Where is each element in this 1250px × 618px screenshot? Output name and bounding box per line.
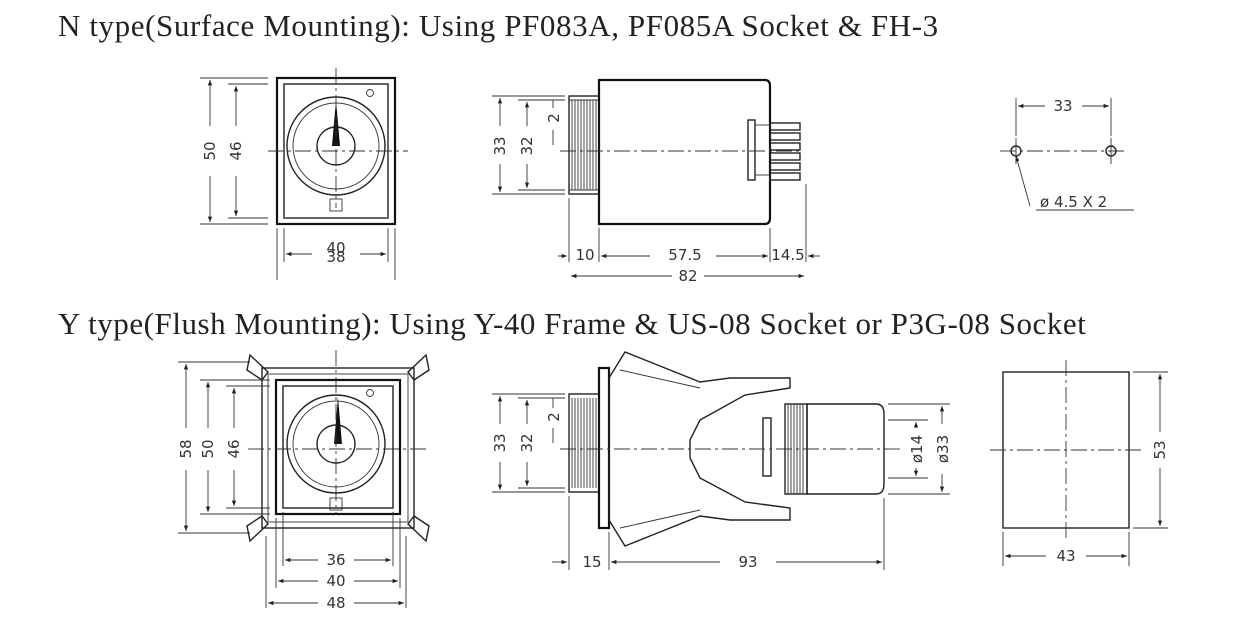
title-y-type: Y type(Flush Mounting): Using Y-40 Frame… xyxy=(58,306,1087,341)
n-side-height-outer: 33 xyxy=(491,136,509,155)
y-side-frame xyxy=(608,351,791,547)
y-front-height-outer: 50 xyxy=(199,439,217,458)
n-side-total-depth: 82 xyxy=(678,267,697,285)
n-side-body-depth: 57.5 xyxy=(668,246,701,264)
y-side-dia-small: ø14 xyxy=(908,435,926,463)
y-led-icon xyxy=(366,389,374,397)
n-side-case xyxy=(597,78,772,226)
y-front-width-inner: 36 xyxy=(326,551,345,569)
n-front-height-inner: 46 xyxy=(227,141,245,160)
y-front-view: 58 50 46 36 40 48 xyxy=(177,350,430,612)
n-side-pins xyxy=(769,122,801,181)
n-side-front-depth: 10 xyxy=(575,246,594,264)
y-front-width-outer: 40 xyxy=(326,572,345,590)
y-front-height-frame: 58 xyxy=(177,439,195,458)
y-side-total-depth: 93 xyxy=(738,553,757,571)
n-front-view: 50 46 40 38 xyxy=(200,68,408,280)
y-front-width-frame: 48 xyxy=(326,594,345,612)
y-side-height-inner: 32 xyxy=(518,433,536,452)
n-front-height-outer: 50 xyxy=(201,141,219,160)
y-side-height-outer: 33 xyxy=(491,433,509,452)
y-cutout-width: 43 xyxy=(1056,547,1075,565)
y-front-height-inner: 46 xyxy=(225,439,243,458)
y-front-inner xyxy=(282,385,394,509)
y-pointer xyxy=(334,397,342,444)
n-side-height-inner: 32 xyxy=(518,136,536,155)
title-n-type: N type(Surface Mounting): Using PF083A, … xyxy=(58,8,939,43)
y-front-frame xyxy=(261,367,415,529)
y-side-dia-large: ø33 xyxy=(934,435,952,463)
y-side-front-depth: 15 xyxy=(582,553,601,571)
n-front-width-outer: 40 xyxy=(326,239,345,257)
n-mounting-holes: 33 ø 4.5 X 2 xyxy=(1000,97,1134,211)
n-front-width-inner: 38 xyxy=(326,248,345,266)
y-side-knob-dim: 2 xyxy=(545,412,563,422)
y-panel-cutout: 53 43 xyxy=(990,360,1169,566)
n-side-pin-depth: 14.5 xyxy=(771,246,804,264)
y-side-socket-body xyxy=(806,403,885,495)
y-side-panel xyxy=(597,366,611,530)
y-front-outer xyxy=(274,378,402,516)
y-cutout-height: 53 xyxy=(1151,440,1169,459)
n-side-knob-dim: 2 xyxy=(545,113,563,123)
n-led-icon xyxy=(366,89,374,97)
n-hole-spacing: 33 xyxy=(1053,97,1072,115)
n-hole-spec: ø 4.5 X 2 xyxy=(1040,193,1107,211)
n-side-view: 33 32 2 10 57.5 14.5 82 xyxy=(491,78,820,285)
y-side-view: 33 32 2 ø14 ø33 15 93 xyxy=(491,351,952,571)
